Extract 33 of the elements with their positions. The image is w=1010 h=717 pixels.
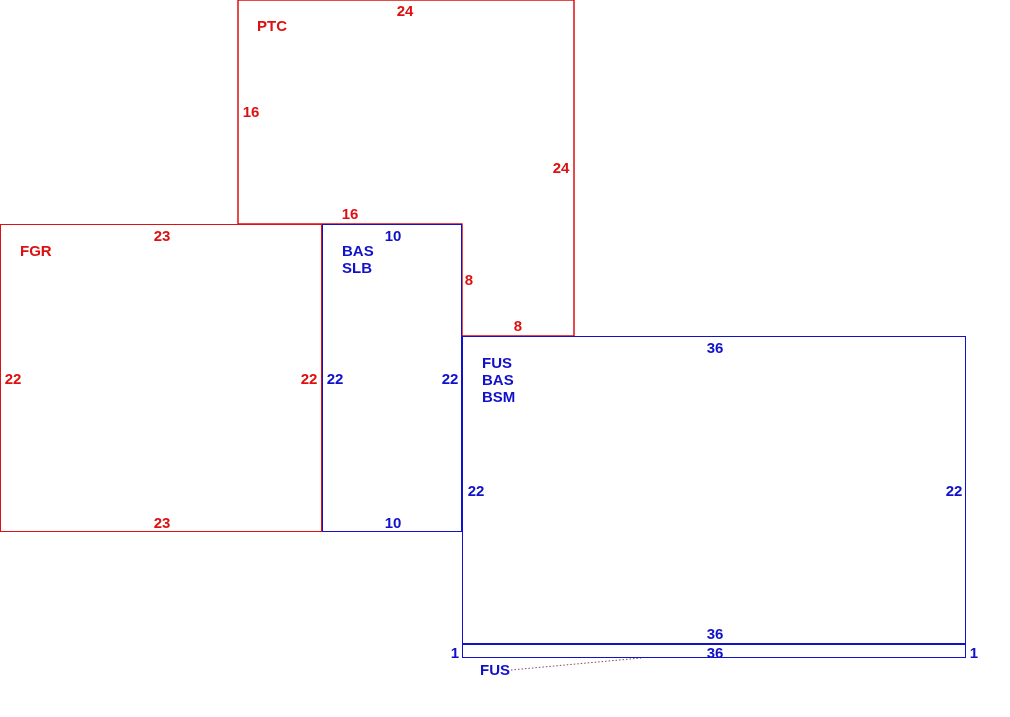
dimension-label: 23 xyxy=(153,514,171,530)
dimension-label: 16 xyxy=(242,103,260,119)
room-outline xyxy=(322,224,462,532)
dimension-label: 24 xyxy=(552,159,570,175)
area-code: FUS xyxy=(482,354,512,371)
dimension-label: 22 xyxy=(467,482,485,498)
room-label: FUS xyxy=(480,661,510,679)
dimension-label: 22 xyxy=(4,370,22,386)
area-code: BAS xyxy=(342,242,374,259)
dimension-label: 36 xyxy=(706,625,724,641)
dimension-label: 8 xyxy=(513,317,523,333)
dimension-label: 24 xyxy=(396,2,414,18)
dimension-label: 1 xyxy=(450,644,460,660)
dimension-label: 22 xyxy=(300,370,318,386)
area-code: BSM xyxy=(482,388,516,405)
dimension-label: 10 xyxy=(384,227,402,243)
dimension-label: 1 xyxy=(969,644,979,660)
dimension-label: 22 xyxy=(441,370,459,386)
area-code: SLB xyxy=(342,259,372,276)
room-outline xyxy=(462,336,966,644)
dimension-label: 22 xyxy=(326,370,344,386)
room-outline xyxy=(238,0,574,336)
area-code: FGR xyxy=(20,242,52,259)
area-code: PTC xyxy=(257,17,287,34)
dimension-label: 16 xyxy=(341,205,359,221)
dimension-label: 36 xyxy=(706,339,724,355)
dimension-label: 23 xyxy=(153,227,171,243)
leader-line xyxy=(510,657,642,671)
dimension-label: 22 xyxy=(945,482,963,498)
area-code: BAS xyxy=(482,371,514,388)
room-outline xyxy=(0,224,322,532)
dimension-label: 10 xyxy=(384,514,402,530)
dimension-label: 8 xyxy=(464,271,474,287)
